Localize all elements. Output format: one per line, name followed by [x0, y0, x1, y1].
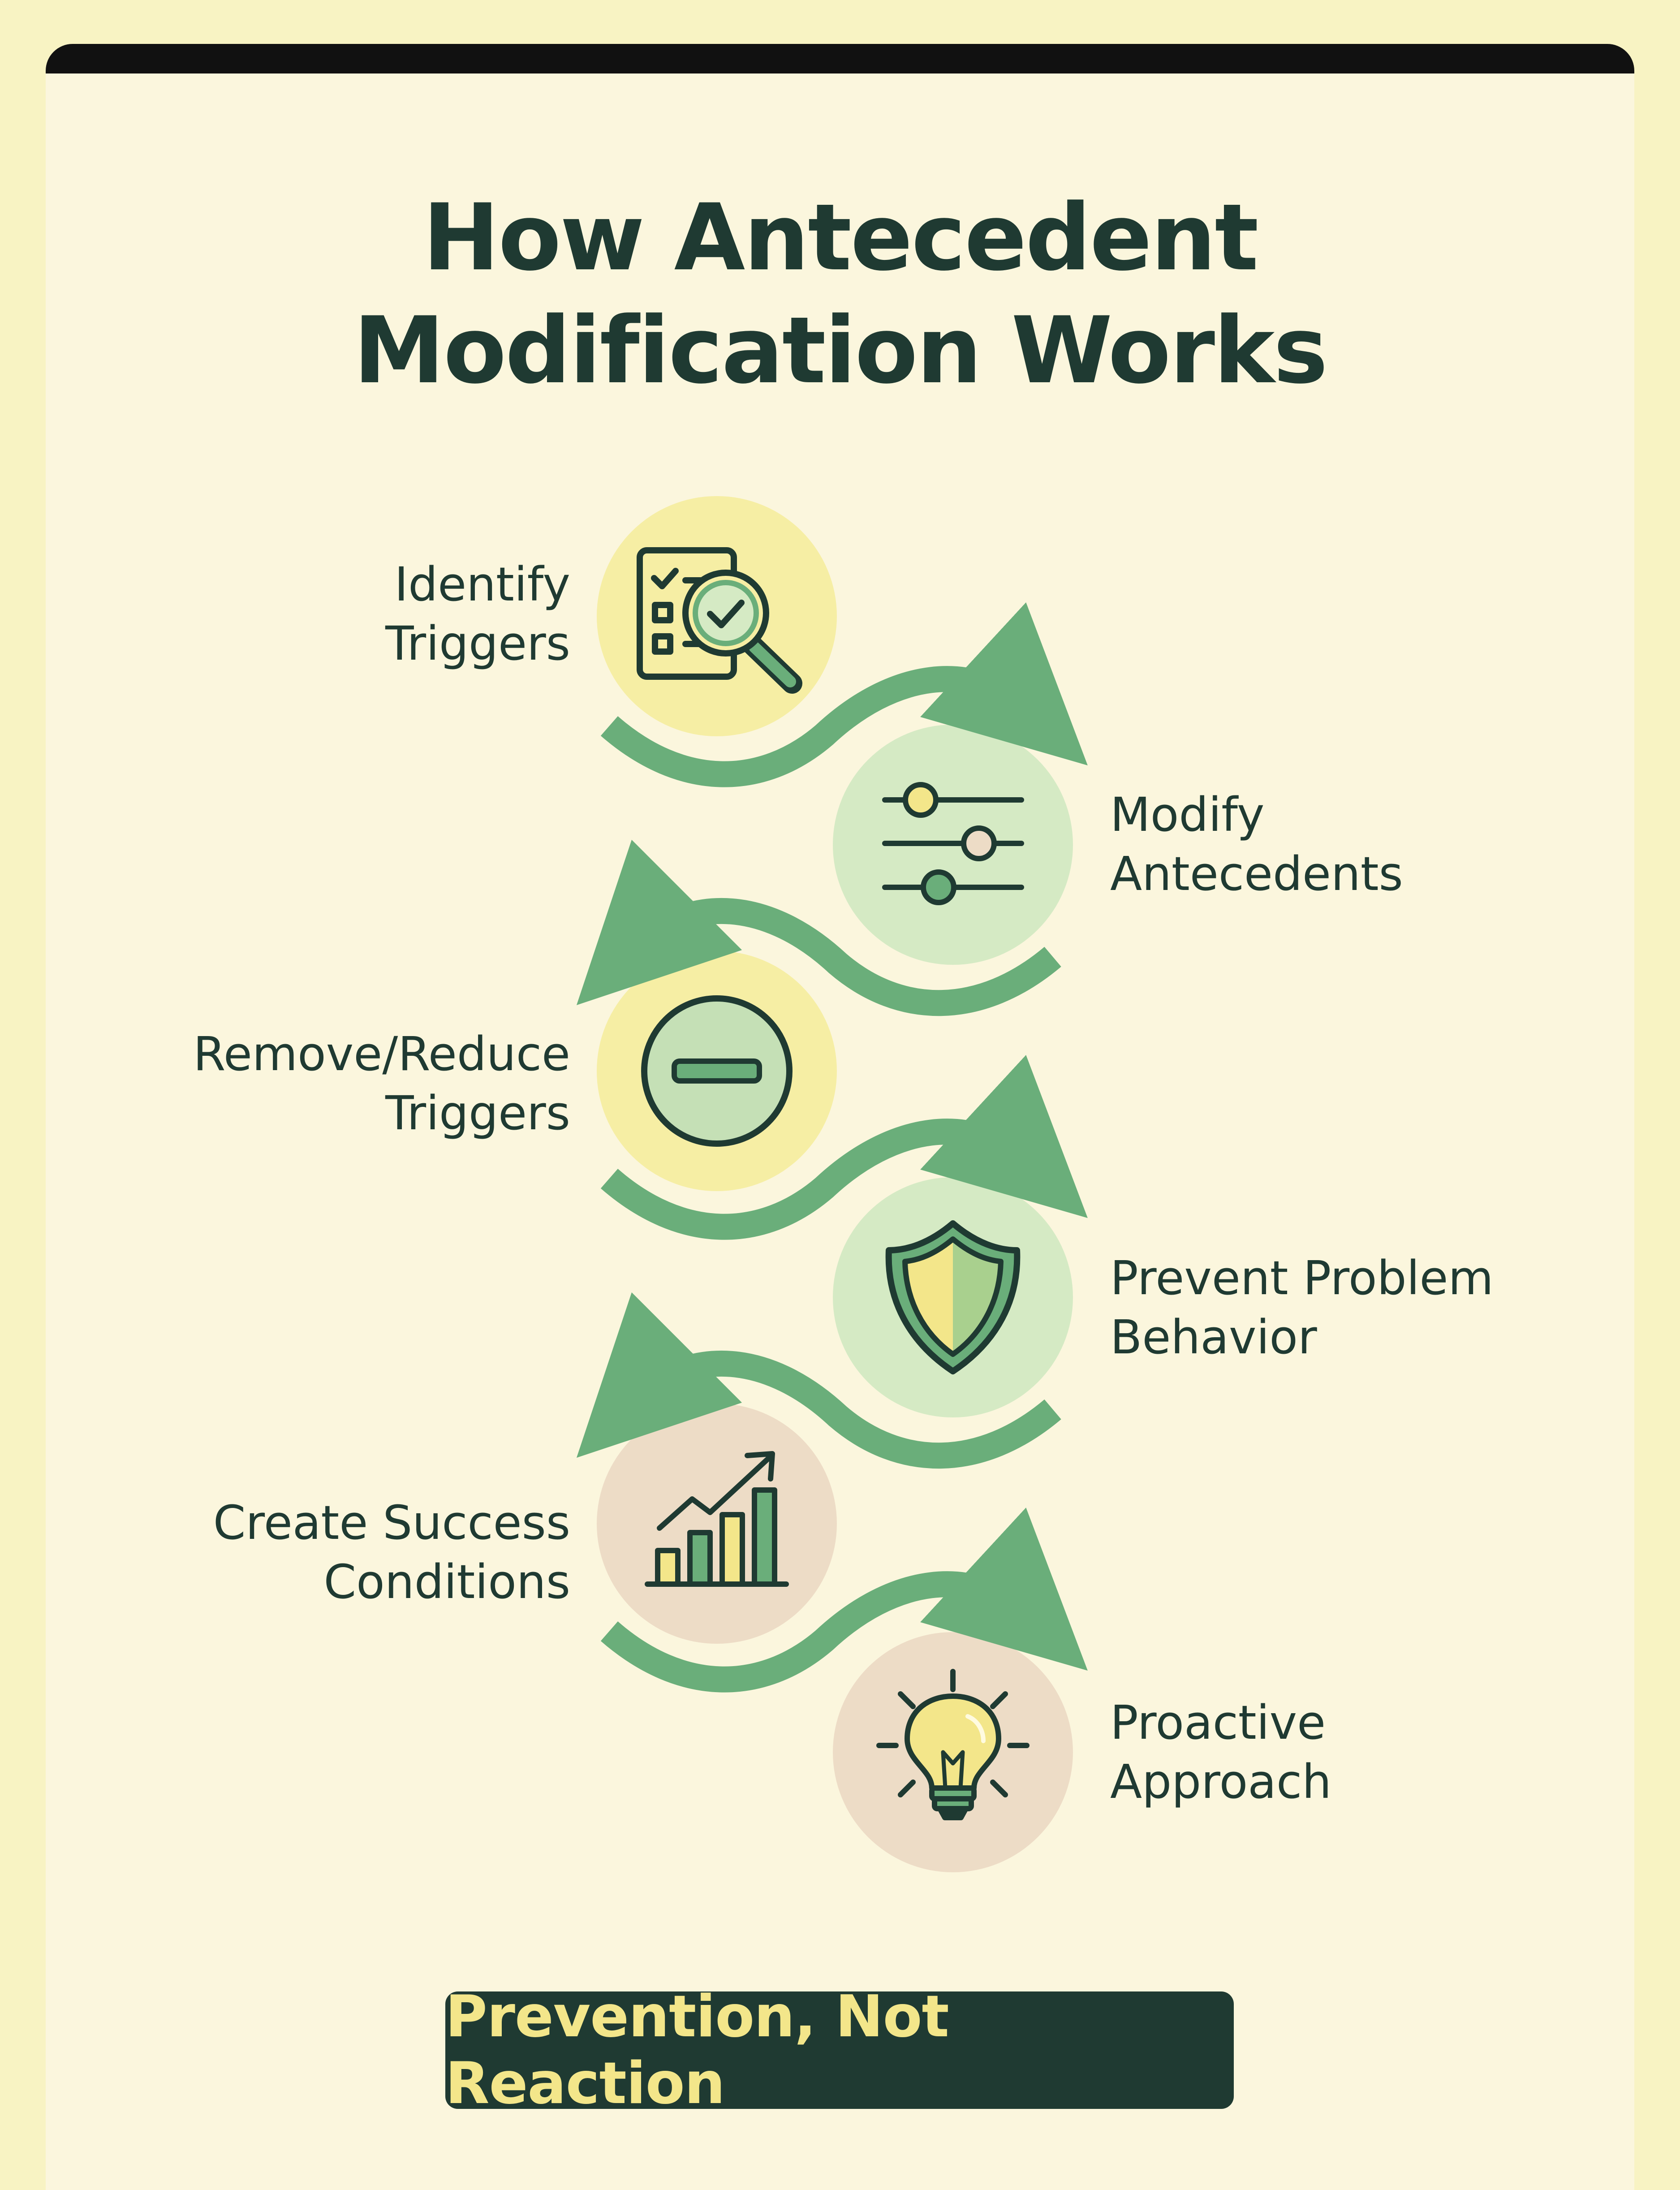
step-1-label-line-2: Triggers — [385, 616, 570, 671]
step-3-label-line-2: Triggers — [385, 1086, 570, 1140]
step-6-label-line-2: Approach — [1110, 1754, 1332, 1809]
summary-banner: Prevention, Not Reaction — [445, 1983, 1234, 2117]
step-1-label: Identify Triggers — [385, 555, 570, 673]
minus-circle-icon — [641, 995, 793, 1147]
step-3-label: Remove/Reduce Triggers — [193, 1024, 570, 1143]
step-4-label: Prevent Problem Behavior — [1110, 1248, 1494, 1367]
step-5-label-line-2: Conditions — [323, 1555, 570, 1609]
step-5-circle — [597, 1404, 837, 1644]
title-line-1: How Antecedent — [422, 185, 1258, 291]
connector-arrow-4 — [576, 1292, 1061, 1469]
step-6-label-line-1: Proactive — [1110, 1695, 1326, 1750]
step-5-label: Create Success Conditions — [213, 1493, 570, 1611]
step-3-label-line-1: Remove/Reduce — [193, 1027, 570, 1081]
step-4-label-line-1: Prevent Problem — [1110, 1251, 1494, 1305]
card-panel — [46, 44, 1634, 2190]
step-2-label-line-2: Antecedents — [1110, 847, 1403, 901]
connector-arrow-1 — [600, 602, 1088, 787]
step-1-label-line-1: Identify — [394, 557, 570, 612]
step-2-label-line-1: Modify — [1110, 787, 1265, 842]
bar-chart-growth-icon — [645, 1451, 789, 1587]
checklist-magnifier-icon — [637, 547, 802, 694]
sliders-icon — [882, 782, 1024, 905]
step-6-label: Proactive Approach — [1110, 1693, 1331, 1811]
title-line-2: Modification Works — [353, 298, 1328, 404]
lightbulb-icon — [876, 1669, 1030, 1820]
page-title: How Antecedent Modification Works — [0, 181, 1680, 407]
shield-icon — [885, 1220, 1021, 1374]
connector-arrow-3 — [600, 1055, 1088, 1240]
card-top-bar — [46, 44, 1634, 73]
connector-arrow-2 — [576, 839, 1061, 1016]
connector-arrow-5 — [600, 1508, 1088, 1693]
step-5-label-line-1: Create Success — [213, 1495, 570, 1550]
step-2-label: Modify Antecedents — [1110, 785, 1403, 903]
summary-banner-text: Prevention, Not Reaction — [445, 1983, 949, 2117]
step-4-label-line-2: Behavior — [1110, 1310, 1317, 1365]
